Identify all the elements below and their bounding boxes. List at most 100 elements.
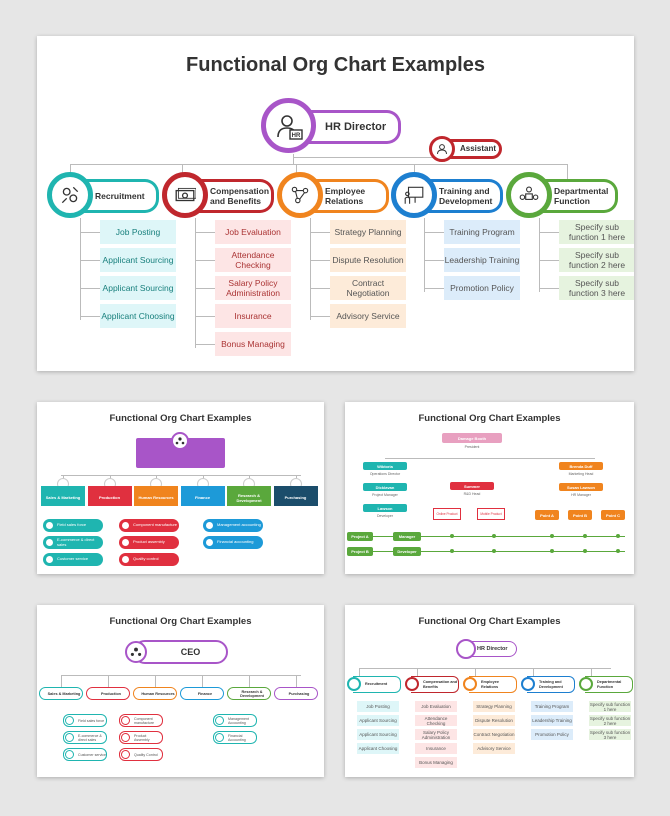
department-item[interactable]: Strategy Planning: [473, 701, 515, 712]
department-item[interactable]: Attendance Checking: [215, 248, 291, 272]
list-item[interactable]: Management Accounting: [213, 714, 257, 727]
person-node[interactable]: Brenda Duff: [559, 462, 603, 470]
department-item[interactable]: Training Program: [444, 220, 520, 244]
department-item[interactable]: Applicant Choosing: [100, 304, 176, 328]
department-header[interactable]: Recruitment: [353, 676, 401, 693]
list-item[interactable]: E-commerce & direct sales: [63, 731, 107, 744]
department-item[interactable]: Dispute Resolution: [473, 715, 515, 726]
department-item[interactable]: Specify sub function 3 here: [559, 276, 634, 300]
department-item[interactable]: Specify sub function 1 here: [559, 220, 634, 244]
department-item[interactable]: Specify sub function 2 here: [589, 715, 631, 726]
person-node[interactable]: Summer: [450, 482, 494, 490]
list-item[interactable]: Financial Accounting: [213, 731, 257, 744]
column-header[interactable]: Production: [86, 687, 130, 700]
pill-item[interactable]: E-commerce & direct sales: [43, 536, 103, 549]
column-header[interactable]: Sales & Marketing: [41, 486, 85, 506]
department-item[interactable]: Contract Negotiation: [330, 276, 406, 300]
department-item[interactable]: Job Posting: [357, 701, 399, 712]
list-item[interactable]: Component manufacture: [119, 714, 163, 727]
person-node[interactable]: Lawson: [363, 504, 407, 512]
column-header[interactable]: Finance: [180, 687, 224, 700]
list-item[interactable]: Quality Control: [119, 748, 163, 761]
column-header[interactable]: Purchasing: [274, 687, 318, 700]
column-header[interactable]: Purchasing: [273, 486, 318, 506]
department-item[interactable]: Applicant Sourcing: [357, 729, 399, 740]
thumbnail-slide-3[interactable]: Functional Org Chart Examples CEO Sales …: [37, 605, 324, 777]
role-node[interactable]: Developer: [393, 547, 421, 556]
department-item[interactable]: Specify sub function 1 here: [589, 701, 631, 712]
thumbnail-slide-2[interactable]: Functional Org Chart Examples Damage Boo…: [345, 402, 634, 574]
department-item[interactable]: Insurance: [415, 743, 457, 754]
thumbnail-slide-1[interactable]: Functional Org Chart Examples Sales & Ma…: [37, 402, 324, 574]
person-node[interactable]: Dicklavan: [363, 483, 407, 491]
hr-director-label: HR Director: [325, 121, 387, 133]
department-header[interactable]: Compensation and Benefits: [411, 676, 459, 693]
president-node[interactable]: Damage Booth: [442, 433, 502, 443]
hr-director-box[interactable]: HR Director: [462, 641, 517, 657]
department-item[interactable]: Promotion Policy: [531, 729, 573, 740]
column-header[interactable]: Human Resources: [133, 687, 177, 700]
department-item[interactable]: Specify sub function 3 here: [589, 729, 631, 740]
pill-label: Component manufacture: [133, 522, 178, 528]
project-node[interactable]: Project B: [347, 547, 373, 556]
pill-item[interactable]: Customer service: [43, 553, 103, 566]
point-node[interactable]: Point A: [535, 510, 559, 520]
point-node[interactable]: Point C: [601, 510, 625, 520]
department-item[interactable]: Applicant Choosing: [357, 743, 399, 754]
pill-item[interactable]: Component manufacture: [119, 519, 179, 532]
department-item[interactable]: Job Evaluation: [415, 701, 457, 712]
department-item[interactable]: Salary Policy Administration: [215, 276, 291, 300]
department-item[interactable]: Leadership Training: [531, 715, 573, 726]
presentation-icon: [404, 186, 424, 204]
department-item[interactable]: Applicant Sourcing: [357, 715, 399, 726]
department-item[interactable]: Bonus Managing: [415, 757, 457, 768]
connector: [417, 668, 418, 676]
column-header[interactable]: Finance: [180, 486, 225, 506]
department-item[interactable]: Salary Policy Administration: [415, 729, 457, 740]
person-node[interactable]: Susan Lawson: [559, 483, 603, 491]
column-header[interactable]: Research & Development: [227, 687, 271, 700]
column-header[interactable]: Production: [87, 486, 132, 506]
department-item[interactable]: Insurance: [215, 304, 291, 328]
list-item[interactable]: Field sales force: [63, 714, 107, 727]
pill-item[interactable]: Financial accounting: [203, 536, 263, 549]
pill-item[interactable]: Quality control: [119, 553, 179, 566]
column-header[interactable]: Human Resources: [134, 486, 178, 506]
list-item[interactable]: Product Assembly: [119, 731, 163, 744]
department-item[interactable]: Advisory Service: [473, 743, 515, 754]
department-item[interactable]: Dispute Resolution: [330, 248, 406, 272]
list-item[interactable]: Customer service: [63, 748, 107, 761]
thumbnail-slide-4[interactable]: Functional Org Chart Examples HR Directo…: [345, 605, 634, 777]
department-item[interactable]: Job Evaluation: [215, 220, 291, 244]
column-header[interactable]: Research & Development: [227, 486, 271, 506]
ceo-box[interactable]: CEO: [133, 640, 228, 664]
pill-item[interactable]: Product assembly: [119, 536, 179, 549]
pill-item[interactable]: Field sales force: [43, 519, 103, 532]
project-node[interactable]: Project A: [347, 532, 373, 541]
department-item[interactable]: Advisory Service: [330, 304, 406, 328]
department-item[interactable]: Applicant Sourcing: [100, 276, 176, 300]
department-item[interactable]: Leadership Training: [444, 248, 520, 272]
department-header[interactable]: Training and Development: [409, 179, 503, 213]
department-item[interactable]: Promotion Policy: [444, 276, 520, 300]
product-box[interactable]: Online Product: [433, 508, 461, 520]
person-node[interactable]: Wiktoria: [363, 462, 407, 470]
connector: [310, 218, 311, 320]
department-item[interactable]: Strategy Planning: [330, 220, 406, 244]
department-header[interactable]: Employee Relations: [469, 676, 517, 693]
department-item[interactable]: Applicant Sourcing: [100, 248, 176, 272]
department-header[interactable]: Training and Development: [527, 676, 575, 693]
department-item[interactable]: Specify sub function 2 here: [559, 248, 634, 272]
pill-item[interactable]: Management accounting: [203, 519, 263, 532]
department-item[interactable]: Contract Negotiation: [473, 729, 515, 740]
product-box[interactable]: Mobile Product: [477, 508, 505, 520]
role-node[interactable]: Manager: [393, 532, 421, 541]
column-header[interactable]: Sales & Marketing: [39, 687, 83, 700]
department-item[interactable]: Attendance Checking: [415, 715, 457, 726]
department-item[interactable]: Bonus Managing: [215, 332, 291, 356]
assistant-box[interactable]: Assistant: [440, 139, 502, 159]
department-item[interactable]: Job Posting: [100, 220, 176, 244]
point-node[interactable]: Point B: [568, 510, 592, 520]
department-header[interactable]: Departmental Function: [585, 676, 633, 693]
department-item[interactable]: Training Program: [531, 701, 573, 712]
